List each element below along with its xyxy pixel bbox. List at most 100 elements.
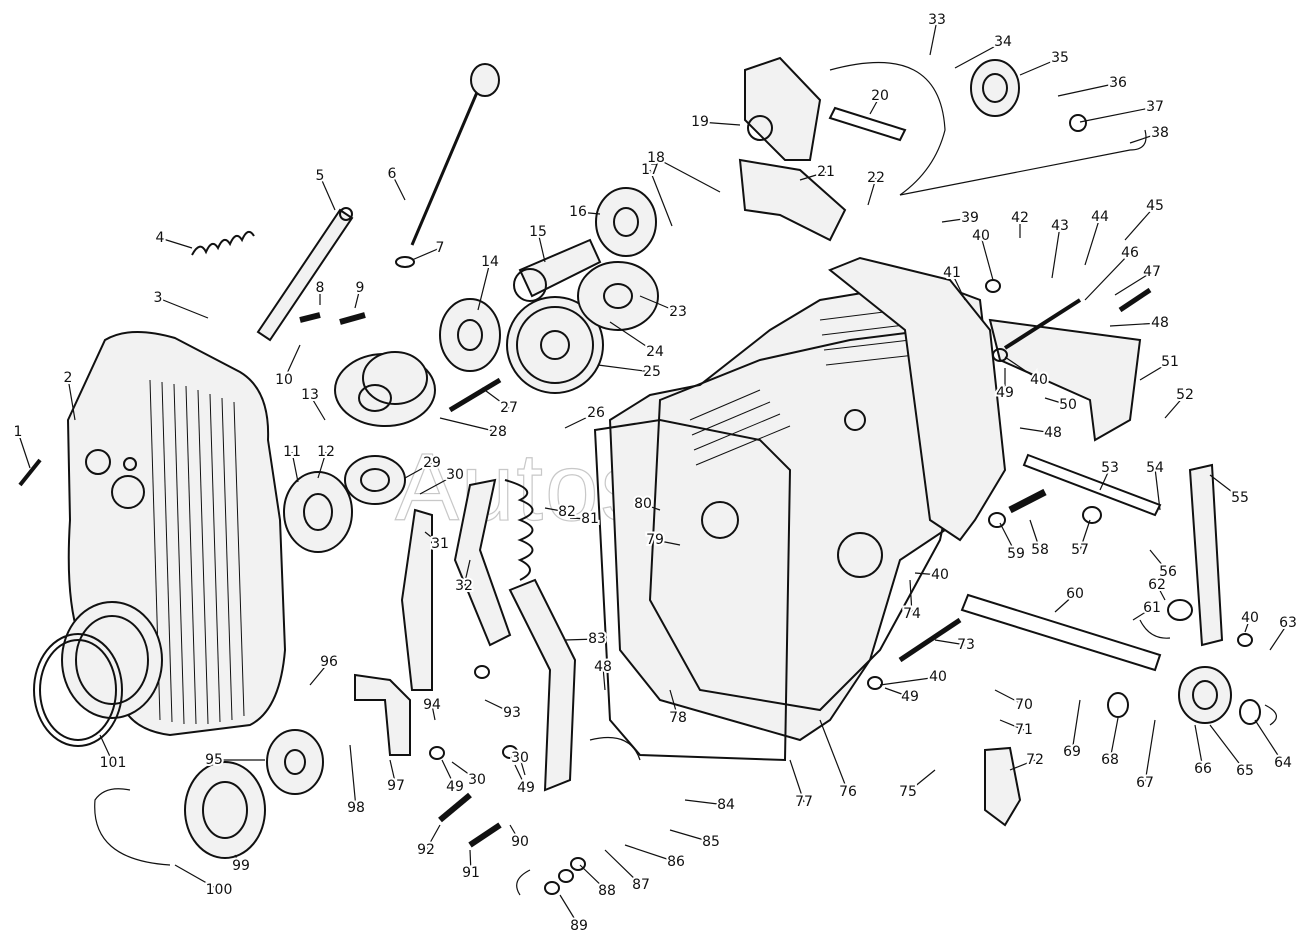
leader-line <box>1124 205 1156 241</box>
callout-label: 32 <box>455 578 473 594</box>
leader-line <box>463 559 471 587</box>
part-lever-51 <box>988 318 1142 442</box>
callout-label: 45 <box>1146 198 1164 214</box>
part-pin-20 <box>828 106 907 142</box>
leader-line <box>537 231 546 263</box>
callout-label: 50 <box>1059 397 1077 413</box>
leader-line <box>604 849 642 886</box>
leader-line <box>649 169 673 227</box>
callout-label: 49 <box>996 385 1014 401</box>
leader-line <box>1109 717 1119 761</box>
leader-line <box>425 824 441 851</box>
callout-label: 21 <box>817 164 835 180</box>
callout-label: 101 <box>100 755 127 771</box>
leader-line <box>994 689 1025 706</box>
callout-label: 68 <box>1101 752 1119 768</box>
callout-label: 90 <box>511 834 529 850</box>
leader-line <box>1079 106 1156 123</box>
leader-line <box>477 261 491 311</box>
callout-label: 60 <box>1066 586 1084 602</box>
leader-line <box>559 894 580 927</box>
leader-line <box>354 287 361 309</box>
leader-line <box>1071 699 1081 753</box>
leader-line <box>642 503 661 511</box>
leader-line <box>1099 467 1111 491</box>
leader-line <box>291 451 299 483</box>
leader-line <box>174 864 220 891</box>
callout-label: 67 <box>1136 775 1154 791</box>
callout-label: 92 <box>417 842 435 858</box>
callout-label: 57 <box>1071 542 1089 558</box>
callout-label: 63 <box>1279 615 1297 631</box>
part-dipstick-6 <box>395 63 500 268</box>
leader-line <box>451 761 478 781</box>
callout-label: 40 <box>929 669 947 685</box>
callout-label: 99 <box>232 858 250 874</box>
leader-line <box>349 744 357 809</box>
callout-label: 74 <box>903 606 921 622</box>
callout-label: 48 <box>594 659 612 675</box>
callout-label: 31 <box>431 536 449 552</box>
leader-line <box>1149 549 1169 573</box>
leader-line <box>1009 759 1036 771</box>
leader-line <box>67 377 76 421</box>
leader-line <box>1194 724 1204 770</box>
leader-line <box>602 666 606 691</box>
part-washers <box>429 114 1261 895</box>
leader-line <box>1129 132 1161 144</box>
leader-line <box>869 95 881 115</box>
leader-line <box>1132 607 1153 621</box>
leader-line <box>1156 584 1166 601</box>
leader-line <box>1079 519 1091 551</box>
leader-line <box>624 844 677 863</box>
leader-line <box>439 417 499 433</box>
part-spring-82 <box>504 479 534 581</box>
leader-line <box>564 638 598 641</box>
callout-label: 40 <box>1030 372 1048 388</box>
leader-line <box>941 217 971 223</box>
part-spring-4 <box>191 230 255 256</box>
leader-line <box>309 661 330 686</box>
leader-line <box>564 412 597 429</box>
leader-line <box>884 687 911 698</box>
callout-label: 17 <box>641 162 659 178</box>
leader-line <box>484 699 513 714</box>
callout-label: 30 <box>468 772 486 788</box>
callout-label: 25 <box>643 364 661 380</box>
callout-label: 18 <box>647 150 665 166</box>
leader-line <box>1244 617 1251 633</box>
callout-label: 59 <box>1007 546 1025 562</box>
part-lever-32 <box>453 478 512 647</box>
callout-label: 97 <box>387 778 405 794</box>
leader-line <box>609 321 656 353</box>
leader-line <box>391 173 406 201</box>
part-housing-left <box>61 330 287 737</box>
callout-label: 98 <box>347 800 365 816</box>
callout-label: 66 <box>1194 761 1212 777</box>
callout-label: 51 <box>1161 354 1179 370</box>
callout-label: 91 <box>462 865 480 881</box>
leader-line <box>669 689 679 719</box>
leader-line <box>1109 322 1161 327</box>
leader-line <box>1051 225 1061 279</box>
callout-label: 93 <box>503 705 521 721</box>
leader-line <box>980 235 994 281</box>
leader-line <box>389 759 397 787</box>
callout-label: 48 <box>1151 315 1169 331</box>
leader-line <box>424 531 441 545</box>
callout-label: 83 <box>588 631 606 647</box>
part-valve-66 <box>1178 666 1232 724</box>
leader-line <box>17 431 31 469</box>
part-lever-83 <box>508 578 577 792</box>
part-lever-31 <box>400 508 433 691</box>
callout-label: 24 <box>646 344 664 360</box>
callout-label: 41 <box>943 265 961 281</box>
part-bolts <box>18 287 1152 848</box>
callout-label: 56 <box>1159 564 1177 580</box>
leader-line <box>569 517 591 520</box>
callout-label: 5 <box>316 168 325 184</box>
callout-label: 33 <box>928 12 946 28</box>
leader-line <box>929 19 938 56</box>
